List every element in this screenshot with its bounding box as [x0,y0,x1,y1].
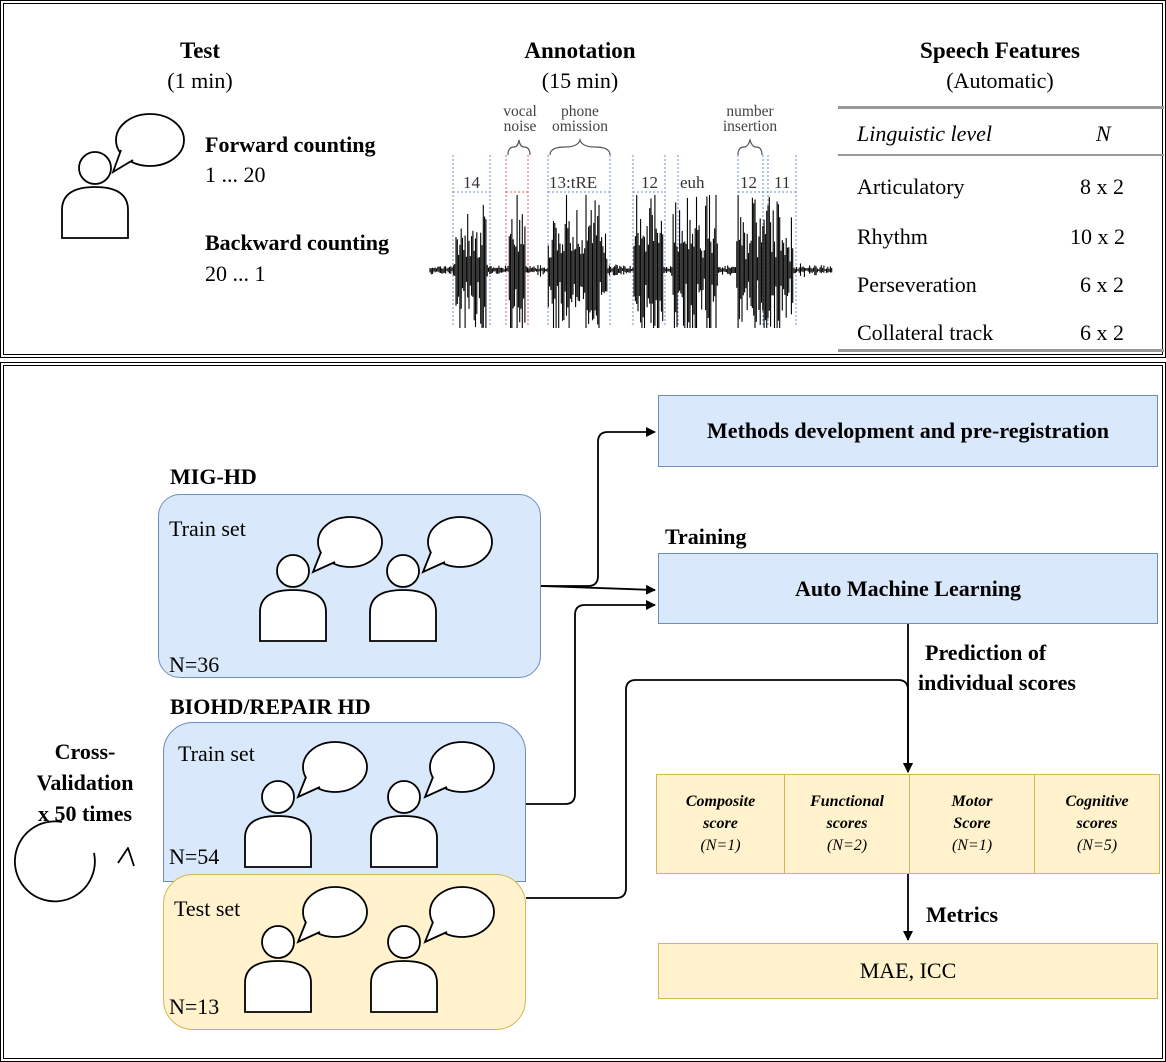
vocal-noise-label: vocal noise [490,103,550,135]
features-subtitle: (Automatic) [946,68,1054,93]
cross-validation-line: Validation [36,770,134,795]
score-n: (N=1) [700,837,741,854]
prediction-line: Prediction of [925,640,1047,665]
forward-counting-range: 1 ... 20 [205,162,266,187]
mighd-title: MIG-HD [170,464,257,489]
features-header-n: N [1096,121,1111,146]
score-cell-composite: Composite score (N=1) [657,775,784,873]
biohd-train-n: N=54 [169,844,220,869]
noise-label: noise [503,118,537,135]
score-n: (N=1) [951,837,993,854]
biohd-title: BIOHD/REPAIR HD [170,694,371,719]
segment-label: 14 [463,173,480,192]
mighd-n: N=36 [169,652,220,677]
insertion-label: insertion [722,118,778,135]
phone-omission-label: phone omission [540,103,620,135]
cycle-arrow-icon [14,820,135,903]
vocal-label: vocal [503,103,537,120]
cross-validation-line: x 50 times [37,801,133,826]
segment-label: 11 [774,173,791,192]
features-title: Speech Features [920,38,1080,63]
features-row-level: Articulatory [857,174,965,199]
participants-icon [244,886,495,1013]
biohd-train-label: Train set [178,741,255,766]
segment-label: 12 [641,173,658,192]
biohd-test-label: Test set [174,896,241,921]
features-header-level: Linguistic level [857,121,993,146]
methods-development-box: Methods development and pre-registration [658,395,1158,467]
automl-box: Auto Machine Learning [658,553,1158,624]
test-duration: (1 min) [167,68,233,93]
number-insertion-label: number insertion [705,103,795,135]
score-line1: Cognitive [1065,793,1129,810]
features-row-n: 6 x 2 [1080,272,1124,297]
biohd-test-n: N=13 [169,994,220,1019]
waveform [429,155,833,328]
score-line1: Functional [810,793,884,810]
participants-icon [244,741,495,868]
score-line1: Composite [685,793,756,810]
number-label: number [726,103,774,120]
phone-label: phone [561,103,599,120]
annotation-title: Annotation [524,38,636,63]
omission-label: omission [552,118,608,135]
features-row-level: Collateral track [857,320,994,345]
annotation-brackets [507,138,763,156]
features-row-level: Rhythm [857,224,928,249]
segment-label: 12 [740,173,757,192]
backward-counting-title: Backward counting [205,230,389,255]
participants-icon [259,516,493,642]
forward-counting-title: Forward counting [205,132,376,157]
speech-bubble-icon [115,113,185,167]
features-table-bottom-rule [838,349,1164,352]
features-table-header-rule [838,154,1164,156]
scores-box: Composite score (N=1) Functional scores … [656,774,1160,874]
prediction-label: Prediction of individual scores [918,638,1148,698]
metrics-value: MAE, ICC [859,958,957,983]
speaker-icon [61,113,185,239]
features-row-n: 10 x 2 [1070,224,1125,249]
score-n: (N=2) [826,837,868,854]
score-cell-functional: Functional scores (N=2) [784,775,909,873]
score-line2: score [703,815,738,832]
segment-label: euh [680,173,705,192]
training-label: Training [665,524,747,549]
score-n: (N=5) [1076,837,1118,854]
test-title: Test [179,38,221,63]
prediction-line: individual scores [918,670,1076,695]
score-cell-motor: Motor Score (N=1) [909,775,1034,873]
cross-validation-line: Cross- [54,739,116,764]
score-line1: Motor [951,793,993,810]
metrics-box: MAE, ICC [658,943,1158,999]
automl-label: Auto Machine Learning [794,575,1022,601]
mighd-train-label: Train set [169,516,246,541]
score-line2: scores [826,815,868,832]
metrics-label: Metrics [926,902,999,927]
features-table-top-rule [838,106,1164,109]
annotation-duration: (15 min) [541,68,619,93]
features-row-n: 6 x 2 [1080,320,1124,345]
cross-validation-label: Cross- Validation x 50 times [20,736,150,829]
methods-development-label: Methods development and pre-registration [707,418,1109,443]
score-line2: scores [1076,815,1118,832]
segment-label: 13:tRE [549,173,598,192]
features-row-n: 8 x 2 [1080,174,1124,199]
score-line2: Score [953,815,991,832]
features-row-level: Perseveration [857,272,977,297]
score-cell-cognitive: Cognitive scores (N=5) [1034,775,1159,873]
backward-counting-range: 20 ... 1 [205,261,266,286]
top-panel [0,0,1166,358]
